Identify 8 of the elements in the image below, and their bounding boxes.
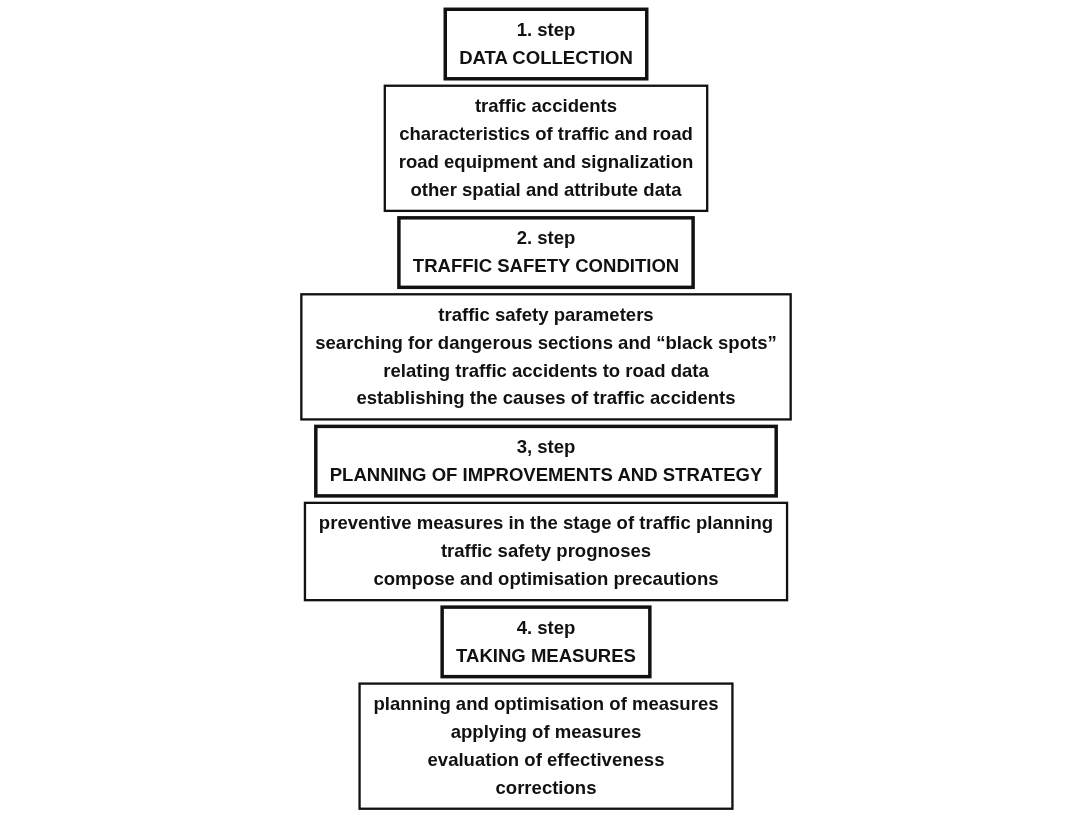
node-box: preventive measures in the stage of traffic planning traffic safety prognoses compose and optimisation precautions: [303, 501, 789, 602]
node-box: traffic accidents characteristics of traffic and road road equipment and signalization other spatial and attribute data: [383, 84, 709, 213]
node-box: 3, step PLANNING OF IMPROVEMENTS AND STRATEGY: [314, 424, 778, 498]
node-box: traffic safety parameters searching for dangerous sections and “black spots” relating traffic accidents to road data establishing the causes of traffic accidents: [300, 293, 792, 421]
node-box: 4. step TAKING MEASURES: [440, 605, 652, 679]
node-box: planning and optimisation of measures applying of measures evaluation of effectiveness corrections: [358, 682, 734, 810]
node-box: 2. step TRAFFIC SAFETY CONDITION: [397, 216, 695, 290]
node-box: 1. step DATA COLLECTION: [443, 7, 649, 81]
